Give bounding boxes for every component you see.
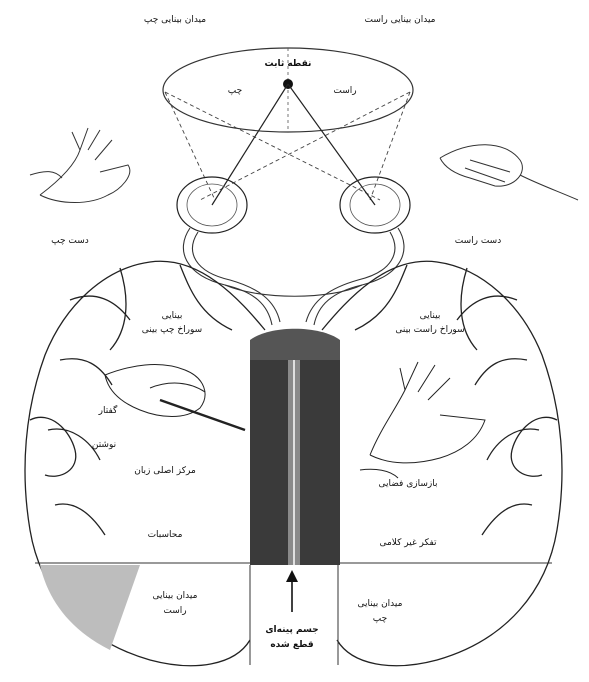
right-vision-label-2: سوراخ راست بینی xyxy=(395,325,464,335)
right-vision-label-1: بینایی xyxy=(420,311,441,321)
left-vision-label-1: بینایی xyxy=(162,311,183,321)
left-vision-label-2: سوراخ چپ بینی xyxy=(142,325,202,335)
right-hand-icon xyxy=(440,145,578,200)
left-hand-icon xyxy=(30,128,130,203)
open-hand-icon xyxy=(360,362,485,478)
bottom-left-field-label-1: میدان بینایی xyxy=(153,591,198,601)
top-right-visual-field-label: میدان بینایی راست xyxy=(364,15,435,25)
corpus-callosum xyxy=(250,329,340,665)
corpus-callosum-label-1: جسم پینه‌ای xyxy=(265,625,318,635)
optic-pathways xyxy=(183,228,404,325)
calculation-label: محاسبات xyxy=(148,530,183,540)
bottom-right-field-label-1: میدان بینایی xyxy=(358,599,403,609)
projection-lines xyxy=(165,84,410,205)
reading-label: نوشتن xyxy=(92,440,116,450)
nonverbal-thinking-label: تفکر غیر کلامی xyxy=(379,538,437,548)
writing-hand-icon xyxy=(105,365,245,430)
right-hand-label: دست راست xyxy=(455,236,501,246)
corpus-arrow xyxy=(286,570,298,612)
fixation-point-label: نقطه ثابت xyxy=(265,59,312,69)
field-left-label: چپ xyxy=(228,86,242,96)
corpus-callosum-label-2: قطع شده xyxy=(270,640,313,650)
field-right-label: راست xyxy=(333,86,356,96)
left-hand-label: دست چپ xyxy=(51,236,89,246)
language-center-label: مرکز اصلی زبان xyxy=(134,466,196,476)
occipital-shading xyxy=(40,565,140,650)
bottom-right-field-label-2: چپ xyxy=(373,614,387,624)
spatial-construction-label: بازسازی فضایی xyxy=(379,479,438,489)
writing-label: گفتار xyxy=(98,404,118,416)
top-left-visual-field-label: میدان بینایی چپ xyxy=(144,15,206,25)
bottom-left-field-label-2: راست xyxy=(163,606,186,616)
